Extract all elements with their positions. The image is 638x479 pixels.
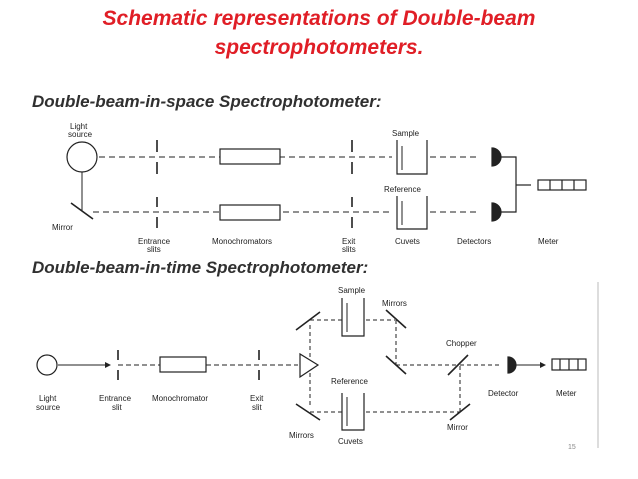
- diagram1-label-entrance-1: Entrance: [138, 237, 171, 246]
- diagram2-detector-icon: [507, 356, 517, 374]
- diagram1-label-reference: Reference: [384, 185, 421, 194]
- diagram2-label-monochromator: Monochromator: [152, 394, 208, 403]
- diagram2-mirror-lower-right-icon: [449, 403, 471, 421]
- diagram1-sample-cuvet: [396, 140, 428, 175]
- diagram2-label-exit-1: Exit: [250, 394, 264, 403]
- diagram1-label-detectors: Detectors: [457, 237, 491, 246]
- diagram1-label-meter: Meter: [538, 237, 559, 246]
- diagram2-label-cuvets: Cuvets: [338, 437, 363, 446]
- diagram1: [66, 140, 587, 230]
- diagram1-label-mirror: Mirror: [52, 223, 73, 232]
- diagram1-reference-cuvet: [396, 196, 428, 230]
- diagram1-heading: Double-beam-in-space Spectrophotometer:: [32, 92, 382, 111]
- diagram2-mirror-upper-left-icon: [295, 311, 321, 331]
- diagram2-label-mirrors-top: Mirrors: [382, 299, 407, 308]
- diagram1-label-entrance-2: slits: [147, 245, 161, 254]
- diagram1-mirror-icon: [70, 202, 94, 220]
- diagram1-labels: Light source Mirror Entrance slits Monoc…: [52, 122, 559, 254]
- diagram2-label-meter: Meter: [556, 389, 577, 398]
- diagram2-label-detector: Detector: [488, 389, 519, 398]
- diagram2-label-chopper: Chopper: [446, 339, 477, 348]
- diagram1-monochromator-top: [219, 148, 281, 165]
- slide-title-line-1: Schematic representations of Double-beam: [102, 7, 536, 30]
- page-number: 15: [568, 444, 576, 451]
- diagram1-label-sample: Sample: [392, 129, 420, 138]
- diagram2-light-source-icon: [36, 354, 58, 376]
- diagram2-label-entrance-2: slit: [112, 403, 123, 412]
- diagram1-monochromator-bottom: [219, 204, 281, 221]
- diagram2-label-sample: Sample: [338, 286, 366, 295]
- diagram2-mirror-lower-left-icon: [295, 403, 321, 421]
- slide-title-line-2: spectrophotometers.: [214, 36, 424, 59]
- diagram2-label-light-source-1: Light: [39, 394, 57, 403]
- diagram1-label-monochromators: Monochromators: [212, 237, 272, 246]
- slide-title: Schematic representations of Double-beam…: [0, 4, 638, 62]
- diagram1-label-light-source-2: source: [68, 130, 93, 139]
- diagram2-reference-cuvet: [341, 393, 365, 431]
- diagram2: [36, 282, 599, 448]
- diagram2-label-mirror: Mirror: [447, 423, 468, 432]
- diagram1-light-source-icon: [66, 141, 98, 173]
- diagram1-label-cuvets: Cuvets: [395, 237, 420, 246]
- diagram2-label-reference: Reference: [331, 377, 368, 386]
- diagram2-mirror-upper-right-icon: [385, 309, 407, 329]
- diagram2-label-mirrors-bottom: Mirrors: [289, 431, 314, 440]
- diagram1-detector-bottom-icon: [491, 202, 502, 222]
- diagram2-label-exit-2: slit: [252, 403, 263, 412]
- diagram2-heading: Double-beam-in-time Spectrophotometer:: [32, 258, 369, 277]
- diagram1-label-exit-1: Exit: [342, 237, 356, 246]
- diagram2-sample-cuvet: [341, 298, 365, 337]
- diagram2-meter-icon: [551, 358, 587, 371]
- diagram1-label-exit-2: slits: [342, 245, 356, 254]
- diagram2-labels: Light source Entrance slit Monochromator…: [36, 286, 577, 451]
- diagram1-meter-icon: [537, 179, 587, 191]
- diagram1-detector-top-icon: [491, 147, 502, 167]
- diagram2-label-light-source-2: source: [36, 403, 61, 412]
- diagram2-label-entrance-1: Entrance: [99, 394, 132, 403]
- diagram2-beam-splitter-icon: [299, 352, 320, 379]
- diagram2-monochromator: [159, 356, 207, 373]
- diagram1-label-light-source-1: Light: [70, 122, 88, 131]
- diagram2-chopper-icon: [447, 354, 469, 376]
